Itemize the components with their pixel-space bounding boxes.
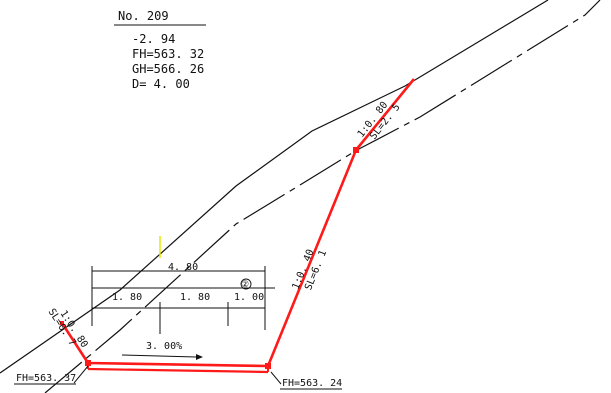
depth-value: D= 4. 00: [132, 77, 190, 91]
dim-segment-2: 1. 80: [180, 292, 210, 303]
center-mark-circle: [240, 278, 252, 290]
formation-height: FH=563. 32: [132, 47, 204, 61]
cut-fill-value: -2. 94: [132, 32, 175, 46]
ground-line-lower: [44, 0, 601, 393]
left-elevation-label: FH=563. 37: [16, 373, 76, 384]
crossfall-arrow-line: [121, 354, 197, 358]
right-elevation-leader: [270, 371, 282, 385]
left-toe-node: [60, 321, 64, 325]
middle-slope-annotation: 1:0. 40 SL=6. 1: [291, 248, 330, 292]
left-elevation-leader: [73, 365, 89, 384]
ground-line-upper: [0, 0, 549, 374]
crossfall-arrowhead: [196, 354, 203, 360]
dim-segment-3: 1. 00: [234, 292, 264, 303]
dim-total-label: 4. 80: [168, 262, 198, 273]
upper-break-node: [353, 147, 359, 153]
pavement-bottom-line: [87, 367, 269, 374]
left-edge-node: [85, 360, 91, 366]
center-mark-glyph: ②: [241, 280, 249, 290]
dim-segment-1: 1. 80: [112, 292, 142, 303]
ground-height: GH=566. 26: [132, 62, 204, 76]
right-elevation-label: FH=563. 24: [282, 378, 342, 389]
right-edge-node: [265, 363, 271, 369]
section-number: No. 209: [118, 9, 169, 23]
crossfall-label: 3. 00%: [146, 341, 182, 352]
left-slope-annotation: 1:0. 80 SL=0. 7: [46, 307, 90, 350]
